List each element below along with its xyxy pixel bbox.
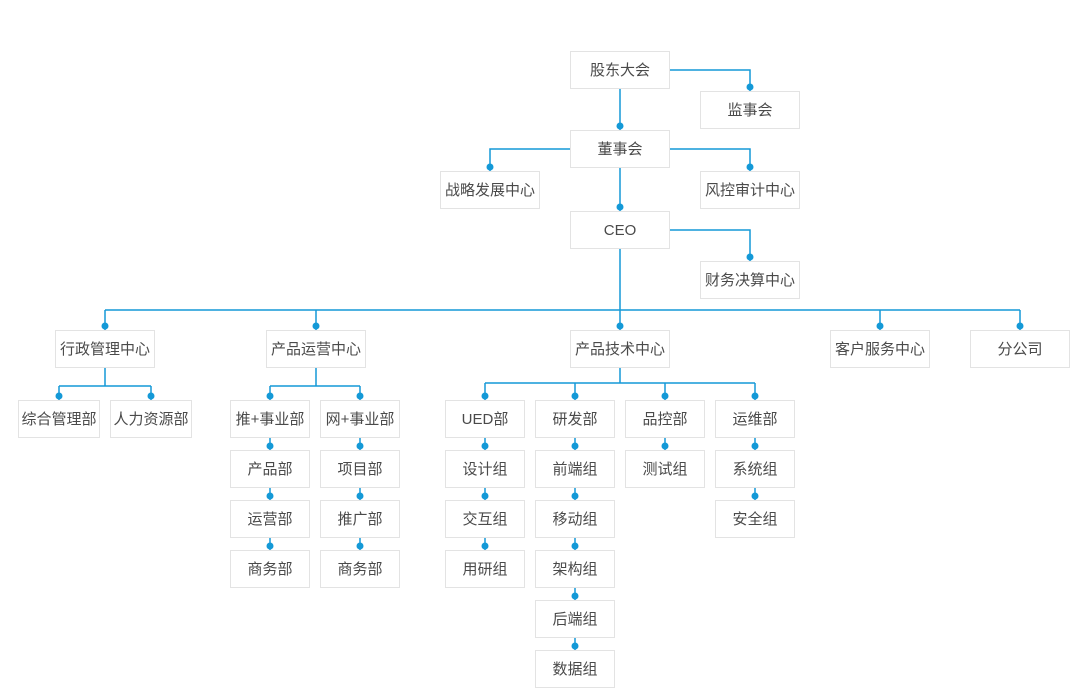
org-node-shareholders-meeting: 股东大会 [570,51,670,89]
org-node-user-research-group: 用研组 [445,550,525,588]
org-node-product-dept: 产品部 [230,450,310,488]
org-node-general-admin-dept: 综合管理部 [18,400,100,438]
org-node-supervisory-board: 监事会 [700,91,800,129]
org-node-tui-division: 推+事业部 [230,400,310,438]
org-node-system-group: 系统组 [715,450,795,488]
org-node-test-group: 测试组 [625,450,705,488]
org-node-design-group: 设计组 [445,450,525,488]
org-node-customer-service-center: 客户服务中心 [830,330,930,368]
org-node-strategy-center: 战略发展中心 [440,171,540,209]
org-node-architecture-group: 架构组 [535,550,615,588]
org-node-business-dept-2: 商务部 [320,550,400,588]
org-node-finance-center: 财务决算中心 [700,261,800,299]
org-node-project-dept: 项目部 [320,450,400,488]
org-node-board-of-directors: 董事会 [570,130,670,168]
org-node-risk-audit-center: 风控审计中心 [700,171,800,209]
org-node-mobile-group: 移动组 [535,500,615,538]
org-node-business-dept-1: 商务部 [230,550,310,588]
org-node-data-group: 数据组 [535,650,615,688]
org-node-rd-dept: 研发部 [535,400,615,438]
org-node-ops-center: 产品运营中心 [266,330,366,368]
org-node-hr-dept: 人力资源部 [110,400,192,438]
org-node-promotion-dept: 推广部 [320,500,400,538]
org-node-om-dept: 运维部 [715,400,795,438]
org-node-backend-group: 后端组 [535,600,615,638]
org-node-qc-dept: 品控部 [625,400,705,438]
org-node-branch-company: 分公司 [970,330,1070,368]
org-node-tech-center: 产品技术中心 [570,330,670,368]
org-node-admin-center: 行政管理中心 [55,330,155,368]
org-node-wang-division: 网+事业部 [320,400,400,438]
org-node-ued-dept: UED部 [445,400,525,438]
org-node-security-group: 安全组 [715,500,795,538]
org-node-frontend-group: 前端组 [535,450,615,488]
org-node-operation-dept: 运营部 [230,500,310,538]
org-node-ceo: CEO [570,211,670,249]
org-node-interaction-group: 交互组 [445,500,525,538]
